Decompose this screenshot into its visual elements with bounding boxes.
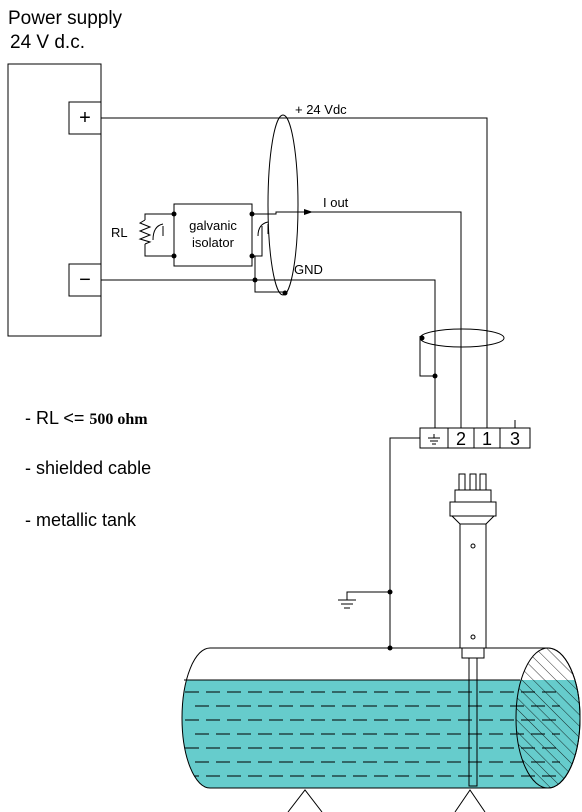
rl-current-arrow (152, 223, 164, 241)
power-supply-voltage: 24 V d.c. (10, 32, 85, 53)
vdc-label: + 24 Vdc (295, 102, 347, 117)
tank-ground-wire (389, 437, 420, 648)
lower-shield-node-2 (432, 373, 438, 379)
lower-shield-drain (419, 336, 435, 377)
vdc-wire (101, 117, 488, 428)
power-supply-title: Power supply (8, 8, 123, 29)
plus-symbol: + (79, 107, 91, 129)
terminal-label-2: 2 (456, 429, 466, 449)
sensor-connector (454, 489, 492, 503)
isolator-current-arrow (257, 221, 269, 237)
iout-wire (252, 211, 462, 428)
sensor-head (449, 501, 497, 517)
terminal-label-1: 1 (482, 429, 492, 449)
sensor-neck (450, 515, 496, 525)
iout-label: I out (323, 195, 349, 210)
isolator-label-2: isolator (192, 235, 235, 250)
isolator-label-1: galvanic (189, 218, 237, 233)
sensor-connector-pin-1 (458, 473, 466, 491)
galvanic-isolator-box (173, 203, 253, 267)
earth-node (387, 589, 393, 595)
lower-shield-node (419, 335, 425, 341)
upper-shield-ellipse (267, 114, 299, 296)
gnd-node (252, 277, 258, 283)
tank (181, 647, 581, 812)
liquid-hatch-lines (185, 691, 560, 777)
sensor-flange (461, 647, 485, 659)
terminal-ground-icon (428, 434, 440, 445)
sensor-body (459, 523, 487, 649)
rl-loop-wire (144, 213, 174, 220)
plus-terminal (68, 101, 102, 135)
sensor-dot-2 (470, 634, 476, 640)
note-rl-prefix: - RL <= (25, 408, 90, 428)
terminal-label-3: 3 (510, 429, 520, 449)
tank-end-cap (515, 647, 581, 789)
sensor-connector-pin-2 (469, 473, 477, 491)
shield-drain-wire (254, 256, 285, 293)
iout-arrow (304, 209, 313, 215)
power-supply-box (7, 63, 102, 337)
shield-node (282, 290, 288, 296)
minus-symbol: − (79, 269, 91, 291)
earth-ground-icon (338, 599, 356, 609)
note-rl-value: 500 ohm (89, 411, 148, 428)
gnd-label: GND (294, 262, 323, 277)
rl-label: RL (111, 225, 128, 240)
lower-shield-ellipse (419, 328, 505, 348)
note-shielded-cable: - shielded cable (25, 458, 152, 478)
tank-support-left (287, 789, 323, 812)
earth-wire (346, 591, 390, 600)
note-rl: - RL <= 500 ohm (25, 408, 148, 429)
minus-terminal (68, 263, 102, 297)
isolator-right-wire (252, 226, 263, 257)
rl-resistor (138, 219, 152, 245)
rl-loop-wire-bottom (144, 244, 174, 257)
sensor-probe (468, 657, 478, 787)
sensor-connector-pin-3 (479, 473, 487, 491)
gnd-wire-2 (255, 279, 436, 428)
sensor-dot-1 (470, 543, 476, 549)
level-sensor (449, 473, 497, 787)
note-metallic-tank: - metallic tank (25, 510, 137, 530)
tank-support-right (454, 789, 486, 812)
